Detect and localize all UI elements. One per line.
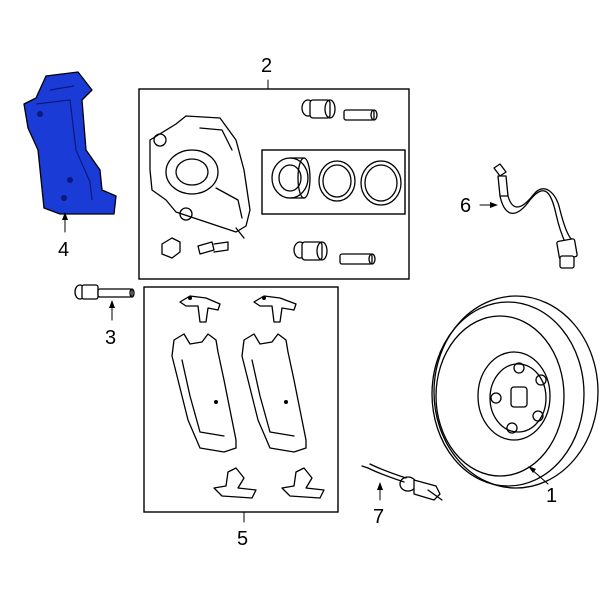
caliper-group: 2	[138, 55, 410, 280]
wear-sensor-part[interactable]	[361, 463, 443, 501]
pad-clip-bottom-left[interactable]	[213, 467, 257, 499]
brake-pad-right[interactable]	[241, 333, 307, 453]
callout-6[interactable]: 6	[460, 195, 471, 217]
rotor-part[interactable]	[431, 295, 599, 489]
callout-2[interactable]: 2	[261, 55, 272, 77]
guide-pin-top[interactable]	[301, 99, 378, 121]
seal-kit[interactable]	[261, 149, 406, 215]
arrow-4	[62, 212, 68, 220]
callout-5[interactable]: 5	[237, 528, 248, 550]
guide-pin-bottom[interactable]	[293, 241, 376, 265]
callout-7[interactable]: 7	[373, 506, 384, 528]
brake-pads-group: 5	[143, 286, 339, 550]
caliper-body[interactable]	[149, 115, 251, 239]
brake-pad-left[interactable]	[171, 333, 237, 453]
callout-3[interactable]: 3	[105, 327, 116, 349]
caliper-bracket-part[interactable]	[23, 71, 117, 215]
callout-1[interactable]: 1	[546, 485, 557, 507]
pad-clip-top-right[interactable]	[253, 295, 297, 323]
pad-clip-bottom-right[interactable]	[281, 467, 325, 499]
brake-hose-part[interactable]	[493, 163, 578, 269]
pad-clip-top-left[interactable]	[179, 295, 221, 323]
callout-4[interactable]: 4	[58, 239, 69, 261]
bleeder-bolts[interactable]	[161, 237, 229, 259]
bolt-part[interactable]	[74, 284, 135, 300]
